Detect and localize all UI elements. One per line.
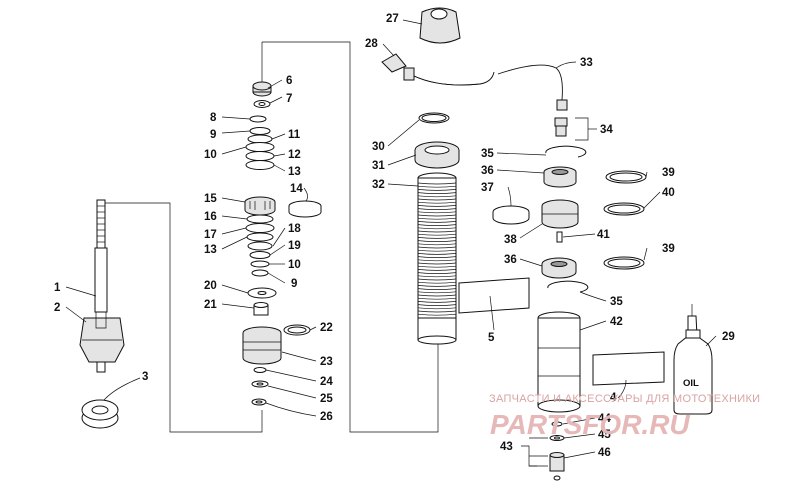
callout-39b: 39 [662,243,675,255]
callout-10: 10 [204,149,217,161]
callout-20: 20 [204,280,217,292]
callout-36: 36 [481,165,494,177]
callout-9b: 9 [291,278,297,290]
callout-5: 5 [488,332,495,344]
callout-2: 2 [54,302,60,314]
callout-23: 23 [320,356,333,368]
callout-11: 11 [288,129,301,141]
callout-28: 28 [365,38,378,50]
callout-16: 16 [204,211,217,223]
callout-43: 43 [500,441,513,453]
callout-14: 14 [290,183,303,195]
reservoir-assembly [492,64,713,481]
callout-42: 42 [610,316,623,328]
callout-35b: 35 [610,296,623,308]
callout-30: 30 [372,141,385,153]
leader-lines [65,19,717,459]
callout-40: 40 [662,187,675,199]
callout-46: 46 [598,447,611,459]
callout-35: 35 [481,148,494,160]
callout-12: 12 [288,149,301,161]
callout-41: 41 [597,229,610,241]
shaft-assembly [79,199,125,429]
callout-10b: 10 [288,259,301,271]
callout-44: 44 [598,413,611,425]
assembly-guide-lines [101,41,439,433]
callout-31: 31 [372,160,385,172]
callout-24: 24 [320,376,333,388]
callout-6: 6 [286,75,292,87]
callout-15: 15 [204,193,217,205]
callout-32: 32 [372,179,385,191]
oil-bottle-label: OIL [683,378,699,389]
callout-19: 19 [288,240,301,252]
callout-17: 17 [204,229,217,241]
callout-18: 18 [288,223,301,235]
callout-45: 45 [598,429,611,441]
callout-labels: 1 2 3 4 5 6 7 8 9 10 11 12 13 14 15 16 1… [54,13,735,459]
callout-7: 7 [286,93,292,105]
callout-25: 25 [320,393,333,405]
callout-13b: 13 [204,244,217,256]
callout-21: 21 [204,299,217,311]
callout-9: 9 [210,129,216,141]
callout-13: 13 [288,166,301,178]
callout-8: 8 [210,112,217,124]
callout-34: 34 [600,124,613,136]
watermark-tagline: ЗАПЧАСТИ И АКСЕССУАРЫ ДЛЯ МОТОТЕХНИКИ [489,393,760,405]
callout-3: 3 [142,371,148,383]
callout-33: 33 [580,57,593,69]
watermark: ЗАПЧАСТИ И АКСЕССУАРЫ ДЛЯ МОТОТЕХНИКИ PA… [489,393,760,440]
shock-body [381,7,530,345]
callout-22: 22 [320,322,333,334]
callout-39: 39 [662,167,675,179]
valve-stack [242,81,322,406]
callout-36b: 36 [504,254,517,266]
callout-1: 1 [54,282,61,294]
callout-4: 4 [610,392,617,404]
watermark-logo: PARTSFOR.RU [490,409,690,440]
callout-37: 37 [481,182,494,194]
callout-27: 27 [386,13,399,25]
callout-38: 38 [504,234,517,246]
callout-29: 29 [722,331,735,343]
callout-26: 26 [320,411,333,423]
